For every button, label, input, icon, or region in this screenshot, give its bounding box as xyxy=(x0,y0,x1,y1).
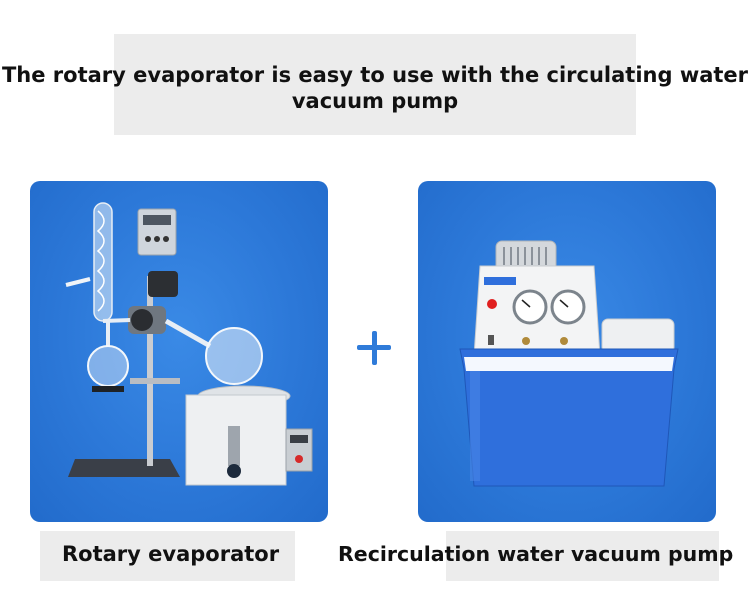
page-title: The rotary evaporator is easy to use wit… xyxy=(1,63,749,113)
rotary-evaporator-illustration xyxy=(65,202,313,486)
evaporating-flask xyxy=(205,327,263,385)
receiving-flask xyxy=(87,345,129,387)
rotary-evaporator-caption: Rotary evaporator xyxy=(62,542,280,566)
plus-icon xyxy=(356,330,392,366)
vacuum-pump-illustration xyxy=(459,240,679,487)
vacuum-pump-caption: Recirculation water vacuum pump xyxy=(338,542,734,566)
base-plate xyxy=(68,459,180,477)
motor-unit xyxy=(148,271,178,297)
caption-background-right xyxy=(446,531,719,581)
water-tank xyxy=(459,348,679,487)
power-button xyxy=(487,299,497,309)
vacuum-pump-panel xyxy=(418,181,716,522)
side-lid xyxy=(601,318,675,354)
rotary-evaporator-panel xyxy=(30,181,328,522)
support-rod xyxy=(147,276,153,466)
caption-background-left xyxy=(40,531,295,581)
title-background xyxy=(114,34,636,135)
